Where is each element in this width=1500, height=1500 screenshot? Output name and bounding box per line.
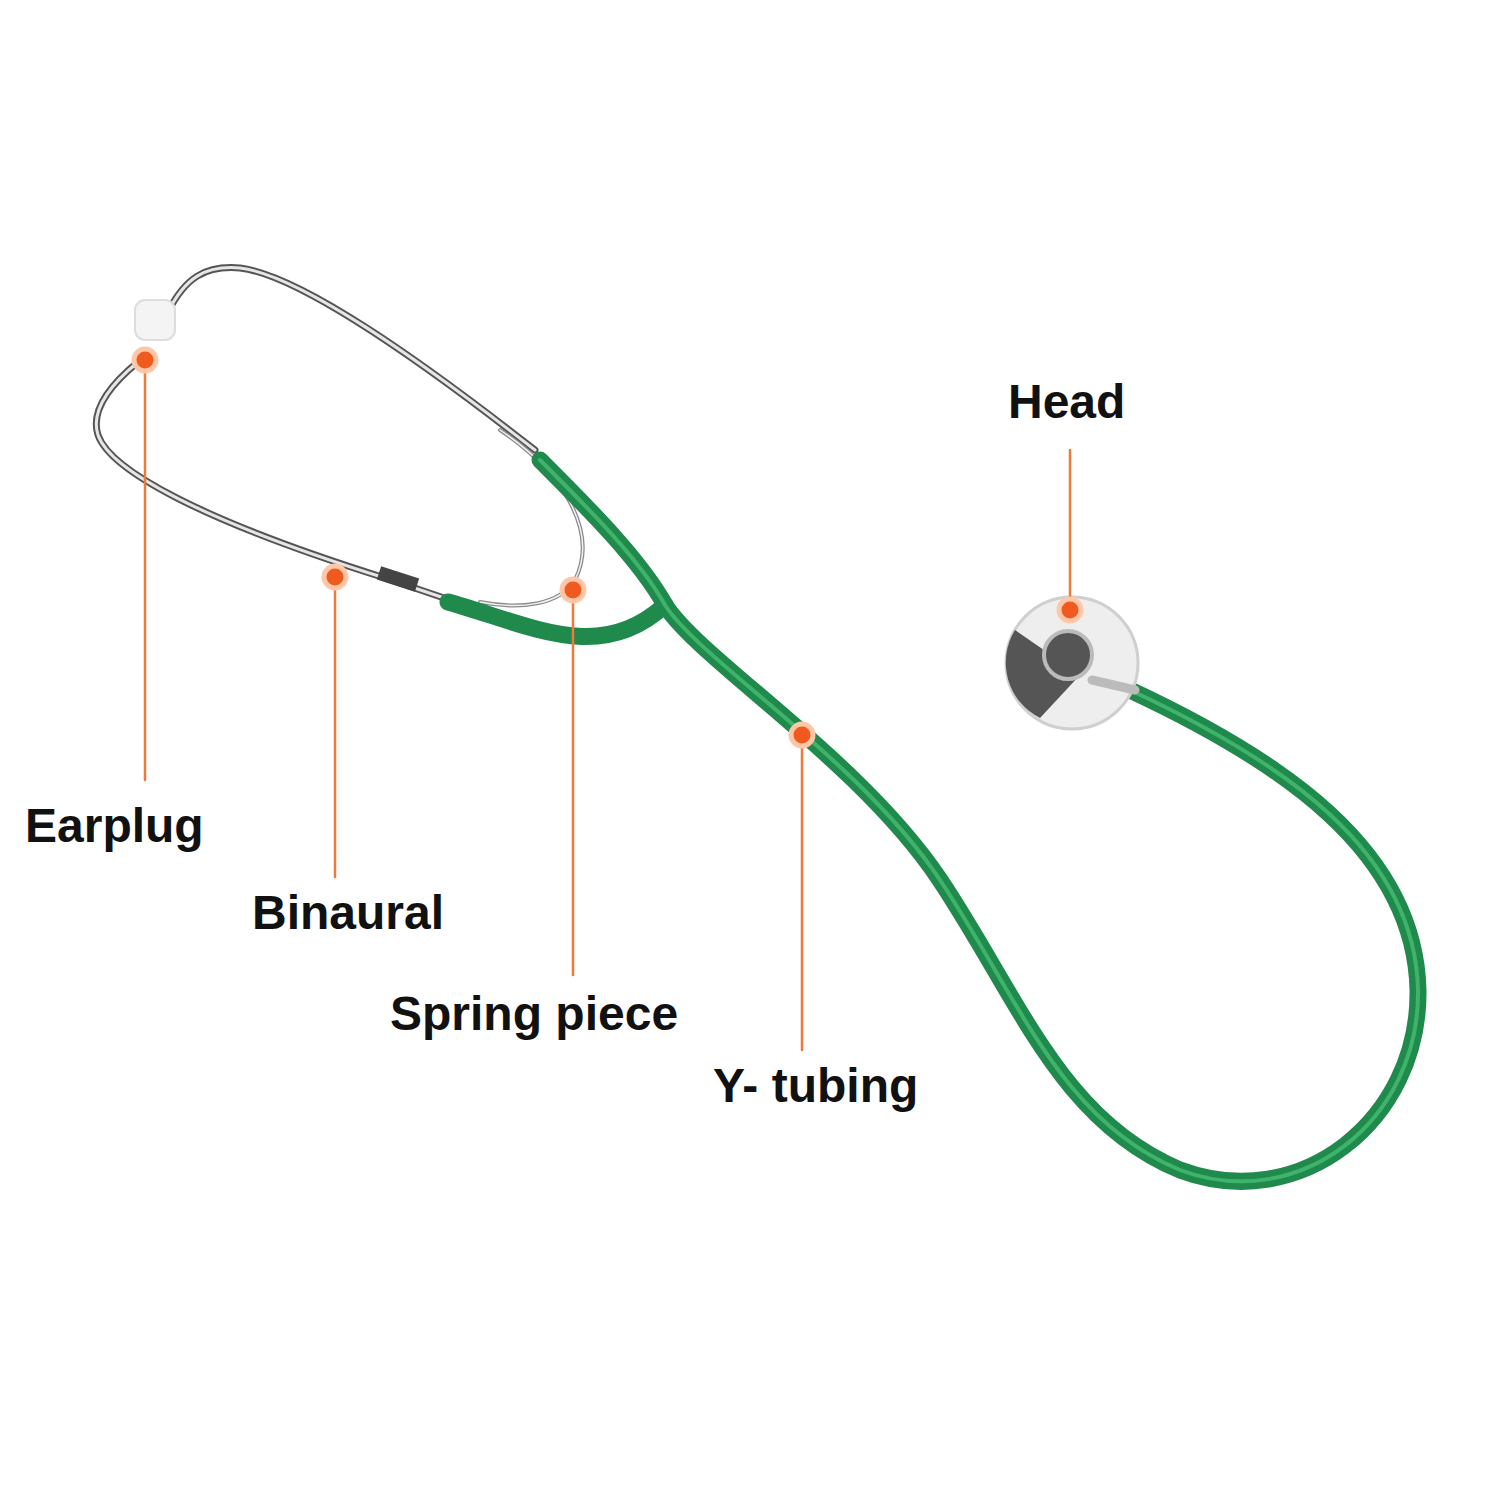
- y-tubing: [540, 460, 665, 605]
- marker-dot: [324, 566, 346, 588]
- leader-line: [144, 360, 147, 780]
- binaural-tube: [168, 268, 535, 450]
- leader-line: [572, 590, 575, 975]
- binaural-highlight: [168, 268, 535, 450]
- part-label: Binaural: [252, 887, 444, 940]
- stem: [1092, 680, 1135, 690]
- tube-highlight: [665, 605, 1418, 1181]
- marker-dot: [134, 349, 156, 371]
- bell: [1044, 631, 1092, 679]
- part-label: Spring piece: [390, 988, 678, 1041]
- chest-piece: [1006, 597, 1138, 729]
- part-label: Y- tubing: [713, 1060, 918, 1113]
- marker-dot: [562, 579, 584, 601]
- y-tubing: [665, 605, 1418, 1181]
- part-label: Head: [1008, 376, 1125, 429]
- ferrule: [377, 566, 419, 592]
- leader-line: [334, 577, 337, 877]
- part-label: Earplug: [25, 800, 204, 853]
- leader-line: [801, 735, 804, 1050]
- binaural-highlight: [96, 362, 450, 600]
- earplug: [135, 300, 175, 340]
- marker-dot: [791, 724, 813, 746]
- marker-dot: [1059, 599, 1081, 621]
- tube-highlight: [540, 460, 665, 605]
- binaural-tube: [96, 362, 450, 600]
- leader-line: [1069, 450, 1072, 610]
- y-tubing: [448, 602, 665, 637]
